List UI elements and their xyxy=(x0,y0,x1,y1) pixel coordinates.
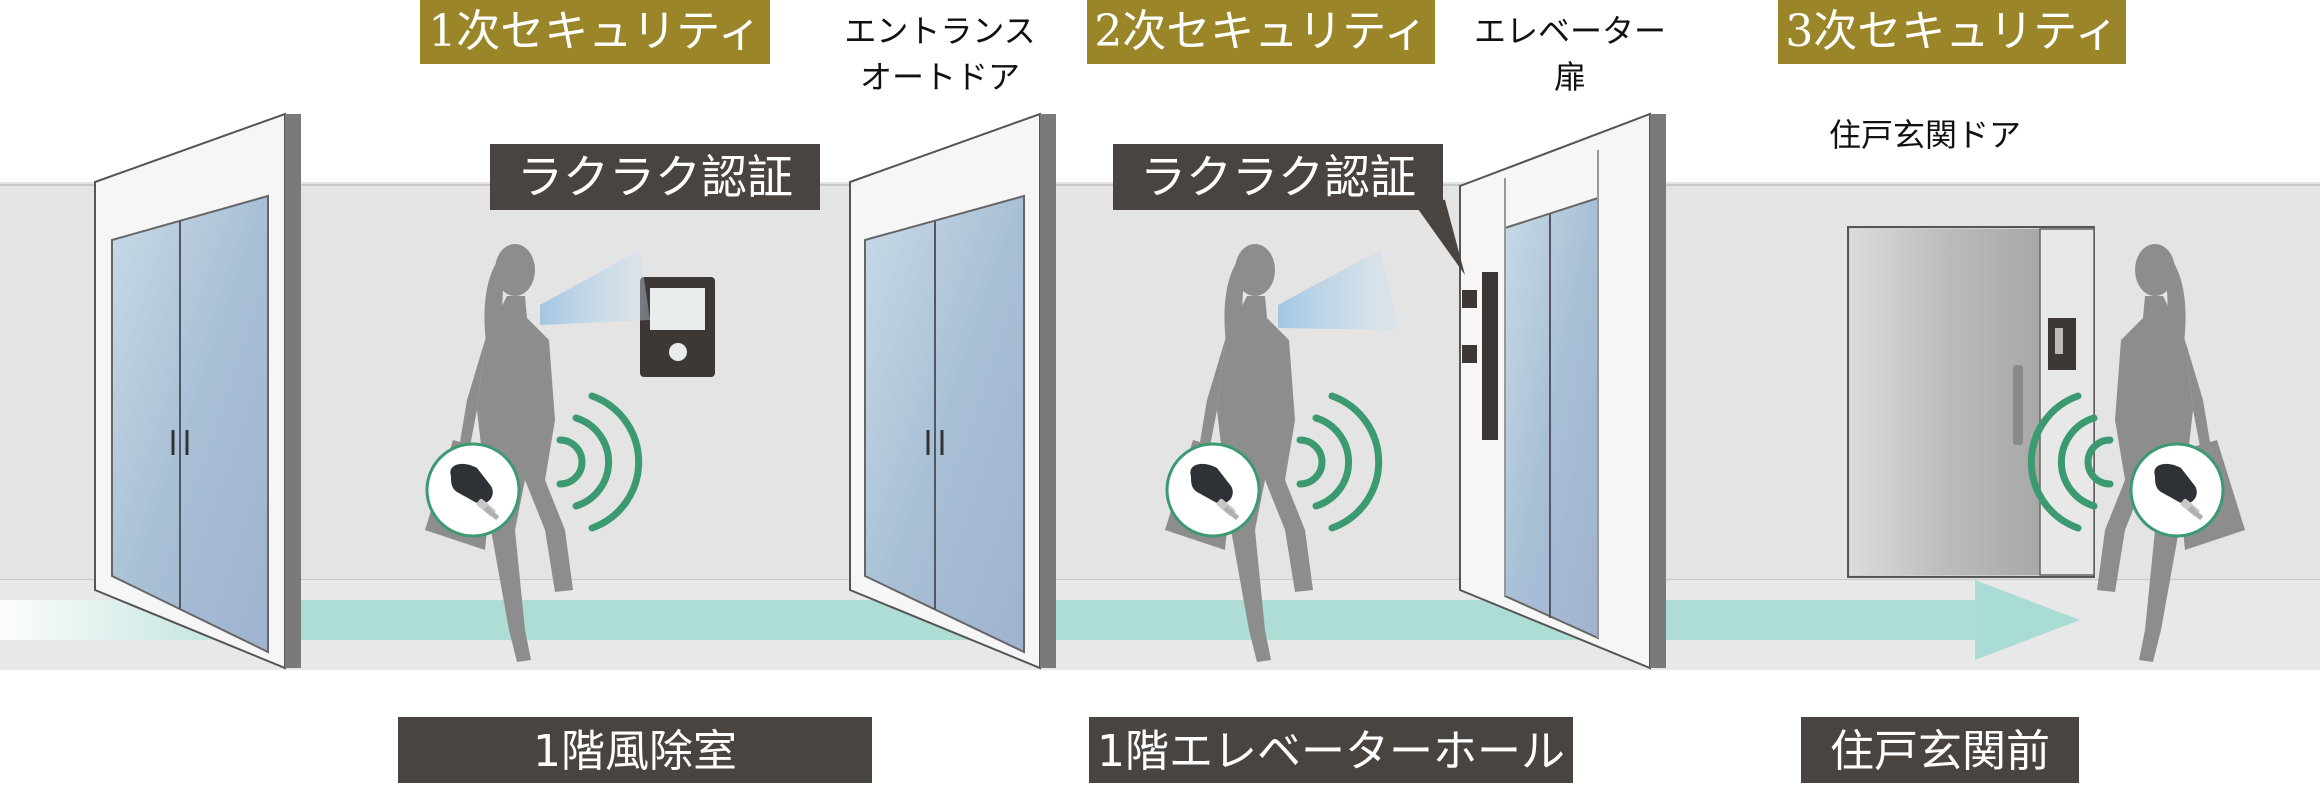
easy-auth-label-1: ラクラク認証 xyxy=(490,144,820,210)
entrance-auto-door xyxy=(849,112,1056,670)
location-residence-front-label: 住戸玄関前 xyxy=(1801,717,2079,783)
elevator-door xyxy=(1459,112,1666,670)
residence-door-caption: 住戸玄関ドア xyxy=(1815,112,2035,158)
elevator-door-caption: エレベーター 扉 xyxy=(1460,8,1680,100)
entrance-caption-line1: エントランス xyxy=(844,12,1036,50)
security-level-3-label: 3次セキュリティ xyxy=(1778,0,2126,64)
entrance-caption-line2: オートドア xyxy=(859,58,1020,96)
intercom-panel-icon xyxy=(640,277,715,377)
residence-entry-door xyxy=(1847,226,2095,578)
elevator-caption-line2: 扉 xyxy=(1553,58,1586,96)
security-level-2-label: 2次セキュリティ xyxy=(1087,0,1435,64)
face-scan-beam-icon xyxy=(1278,250,1400,330)
face-scan-beam-icon xyxy=(540,250,650,325)
security-level-1-label: 1次セキュリティ xyxy=(420,0,770,64)
residence-caption-line1: 住戸玄関ドア xyxy=(1828,116,2021,154)
elevator-caption-line1: エレベーター xyxy=(1473,12,1666,50)
entrance-door-caption: エントランス オートドア xyxy=(830,8,1050,100)
windbreak-glass-door xyxy=(94,112,301,670)
location-windbreak-label: 1階風除室 xyxy=(398,717,872,783)
location-elevator-hall-label: 1階エレベーターホール xyxy=(1089,717,1573,783)
easy-auth-label-2: ラクラク認証 xyxy=(1113,144,1443,210)
